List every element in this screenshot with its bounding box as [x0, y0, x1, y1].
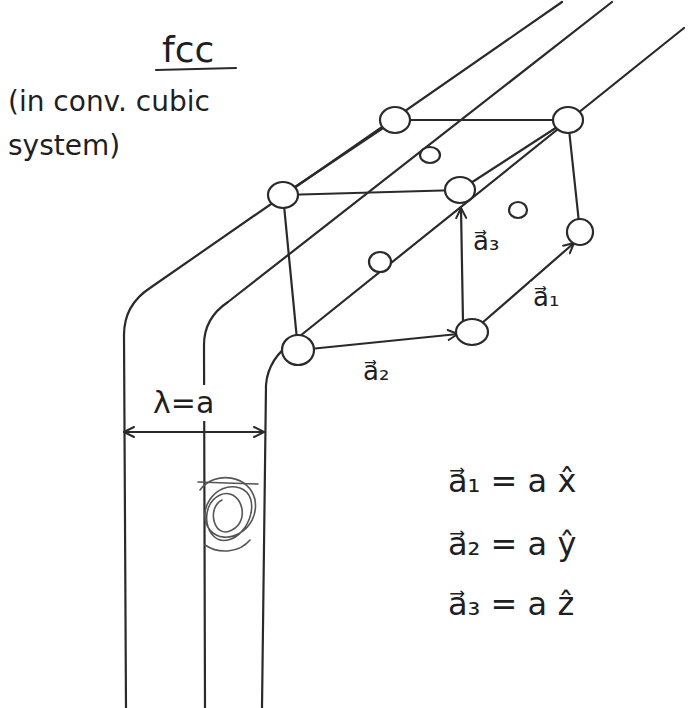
vector-label: a⃗₂: [360, 356, 392, 387]
lattice-plane-line: [262, 28, 684, 708]
wavelength-label: λ=a: [150, 385, 217, 421]
vector-equation: a⃗₃ = a ẑ: [448, 585, 574, 623]
cube-edges: [283, 120, 580, 350]
vector-label: a⃗₁: [530, 282, 562, 313]
vector-arrow: [461, 208, 463, 322]
dislocation-scribble: [198, 478, 258, 551]
vector-arrow: [300, 334, 458, 350]
subtitle-note: (in conv. cubic system): [8, 80, 258, 168]
title: fcc: [162, 28, 214, 71]
width-arrow: [124, 431, 264, 433]
vector-equation: a⃗₁ = a x̂: [448, 462, 576, 500]
lattice-plane-line: [204, 2, 612, 708]
atoms: [268, 107, 593, 365]
vector-label: a⃗₃: [470, 226, 502, 257]
vector-equation: a⃗₂ = a ŷ: [448, 525, 576, 563]
